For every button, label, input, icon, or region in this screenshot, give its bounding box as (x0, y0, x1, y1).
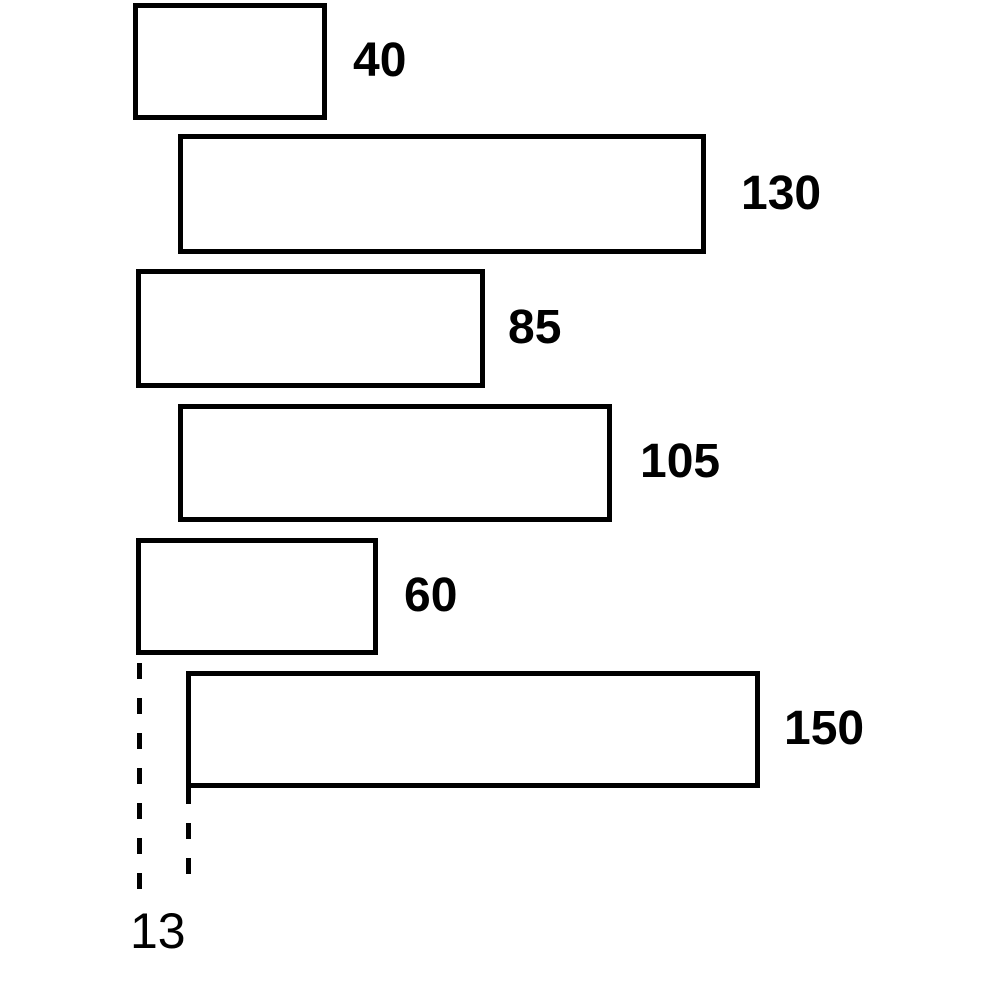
bar-1 (133, 3, 327, 120)
offset-annotation-label: 13 (130, 903, 186, 959)
bar-5 (136, 538, 378, 655)
bar-5-value-label: 60 (404, 569, 458, 623)
bar-4-value-label: 105 (640, 435, 721, 489)
bar-2-value-label: 130 (741, 167, 822, 221)
bar-2 (178, 134, 706, 254)
bar-4 (178, 404, 612, 522)
bar-3 (136, 269, 485, 388)
bar-6-value-label: 150 (784, 702, 865, 756)
bar-1-value-label: 40 (353, 34, 407, 88)
bar-3-value-label: 85 (508, 301, 562, 355)
bar-6 (186, 671, 760, 788)
